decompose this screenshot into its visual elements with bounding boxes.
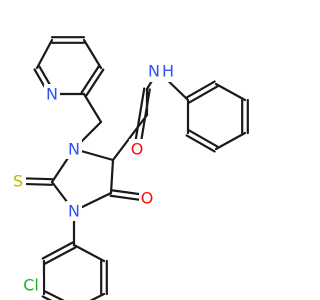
bond-double [185,80,216,99]
svg-text:S: S [13,172,23,191]
svg-text:N: N [68,202,80,221]
bond-double [44,290,65,300]
atom-o-ring: O [139,188,155,208]
bond-single [82,38,103,70]
atom-h-amide: H [162,62,174,81]
svg-text:N: N [46,85,58,104]
bond-double [44,246,77,265]
atom-n-pyridine: N [44,84,60,104]
atom-o-amide: O [129,139,145,159]
bond-double [188,129,219,148]
bond-single [89,292,106,300]
svg-text:N: N [68,140,80,159]
atom-labels: N N H O N N S O Cl [10,60,179,295]
bond-double [80,65,100,94]
bond-single [111,113,149,162]
bond-double [185,134,216,153]
bond-double [85,68,105,97]
bond-double [41,295,53,300]
atom-n1-ring: N [66,139,82,159]
bond-single [82,92,103,124]
bond-double [188,85,219,104]
atom-n3-ring: N [66,201,82,221]
atom-s-thioxo: S [10,171,26,191]
bond-single [214,82,247,102]
bond-single [35,38,54,70]
bonds [16,36,249,300]
svg-text:H: H [162,62,174,81]
svg-text:O: O [141,189,154,208]
atom-cl: Cl [19,275,43,295]
svg-text:O: O [131,140,144,159]
atom-n-amide: N [145,60,179,82]
molecule-structure: N N H O N N S O Cl [10,36,249,300]
bond-single [72,243,106,263]
bond-double [133,87,146,150]
bond-single [214,131,247,151]
svg-text:Cl: Cl [23,276,39,295]
svg-text:N: N [148,62,160,81]
bond-single [109,158,115,195]
bond-double [41,241,74,260]
